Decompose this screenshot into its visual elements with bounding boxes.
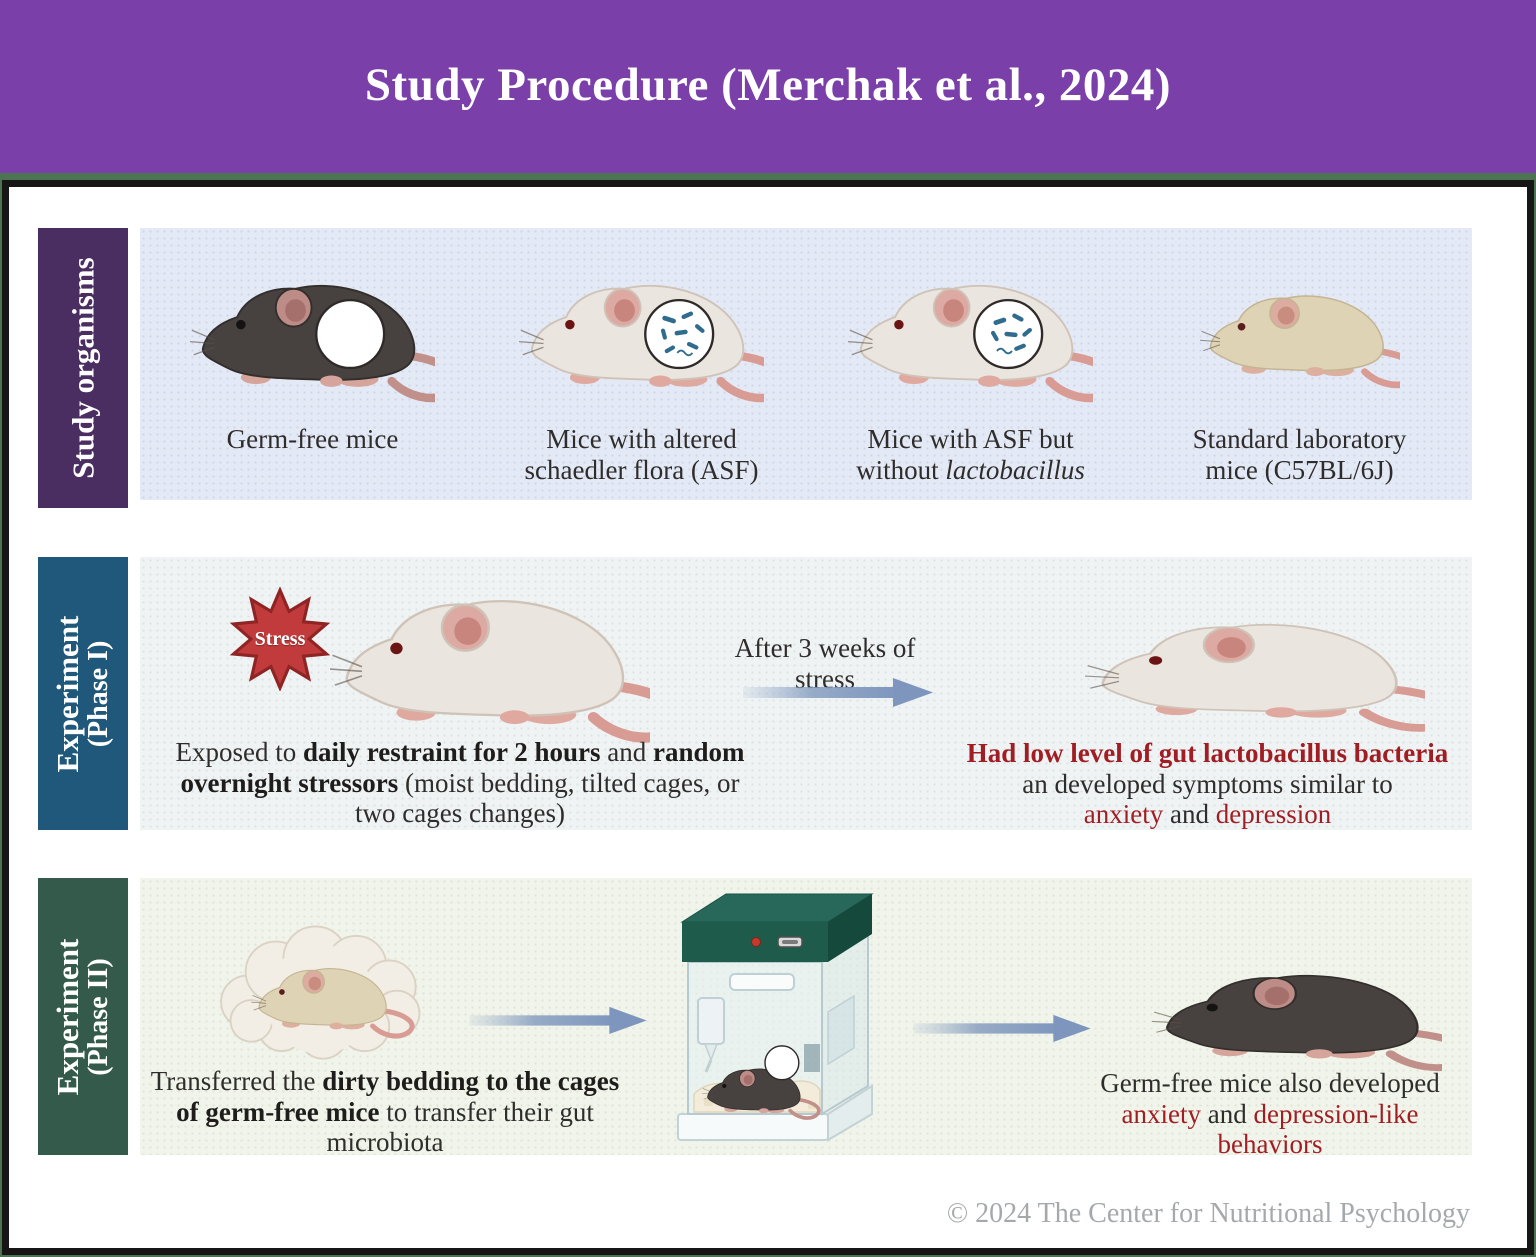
text-segment: (moist bedding, tilted cages, or two cag… [355, 767, 740, 829]
text-segment-bold: random overnight stressors [180, 737, 745, 798]
stressed-mouse-illustration [330, 575, 650, 747]
mouse-caption: Mice with altered schaedler flora (ASF) [524, 424, 759, 485]
phase1-exposure-caption: Exposed to daily restraint for 2 hours a… [165, 737, 755, 829]
text-segment-red: depression [1215, 799, 1332, 829]
text-segment: to transfer their gut microbiota [326, 1096, 594, 1158]
indicator-light-icon [751, 937, 761, 947]
row-label-subtext: (Phase I) [83, 640, 115, 747]
phase2-transfer-caption: Transferred the dirty bedding to the cag… [150, 1066, 620, 1158]
text-segment-red: anxiety [1121, 1098, 1202, 1129]
infographic-title: Study Procedure (Merchak et al., 2024) [364, 59, 1172, 111]
dirty-bedding-pile-illustration [220, 925, 421, 1060]
text-segment-bold: daily restraint for 2 hours [302, 737, 601, 767]
empty-microbiome-circle-icon [315, 298, 386, 370]
row-label-phase1: Experiment (Phase I) [38, 557, 128, 830]
phase2-result-mouse-illustration [1152, 958, 1442, 1074]
text-segment: and [1163, 799, 1216, 829]
germ-free-mouse-illustration [190, 264, 435, 406]
text-segment-red: anxiety [1083, 799, 1164, 829]
row-label-subtext: (Phase II) [83, 957, 115, 1076]
result-symptoms-line: anxiety and depression [935, 799, 1480, 830]
text-segment: and [600, 737, 653, 767]
arrow-right-icon [913, 1014, 1091, 1042]
header-banner: Study Procedure (Merchak et al., 2024) [0, 0, 1536, 173]
phase1-result-caption: Had low level of gut lactobacillus bacte… [935, 738, 1480, 830]
organism-asf-no-lactobacillus: Mice with ASF but without lactobacillus [806, 246, 1135, 500]
mouse-caption: Germ-free mice [226, 424, 399, 454]
row-label-text: Experiment [50, 615, 86, 772]
burst-shape [229, 587, 331, 691]
text-segment: Exposed to [175, 737, 303, 767]
row-label-phase2: Experiment (Phase II) [38, 878, 128, 1155]
text-segment: and [1201, 1098, 1254, 1129]
mouse-caption: Standard laboratory mice (C57BL/6J) [1192, 424, 1407, 485]
organism-asf: Mice with altered schaedler flora (ASF) [477, 246, 806, 500]
panel-phase2: Transferred the dirty bedding to the cag… [140, 878, 1472, 1159]
result-headline: Had low level of gut lactobacillus bacte… [966, 738, 1449, 768]
text-segment: an developed symptoms similar to [1022, 768, 1393, 799]
arrow-right-icon [469, 1006, 647, 1034]
organism-standard-lab: Standard laboratory mice (C57BL/6J) [1135, 246, 1464, 500]
water-bottle-icon [697, 997, 725, 1045]
row-label-study-organisms: Study organisms [38, 228, 128, 508]
mouse-caption: Mice with ASF but without lactobacillus [838, 424, 1103, 485]
organism-germ-free: Germ-free mice [148, 246, 477, 500]
phase1-result-mouse-illustration [1085, 605, 1425, 735]
phase2-result-caption: Germ-free mice also developed anxiety an… [1070, 1068, 1470, 1160]
text-segment-bold: dirty bedding to the cages of germ-free … [176, 1066, 620, 1127]
panel-phase1: Stress Exposed to daily restraint for 2 … [140, 557, 1472, 830]
microbiome-circle-icon [973, 298, 1044, 370]
asf-mouse-illustration [519, 264, 764, 406]
panel-study-organisms: Germ-free mice [140, 228, 1472, 500]
text-segment: Germ-free mice also developed [1100, 1068, 1440, 1098]
standard-lab-mouse-illustration [1200, 279, 1400, 391]
asf-no-lactobacillus-mouse-illustration [848, 264, 1093, 406]
copyright-notice: © 2024 The Center for Nutritional Psycho… [946, 1198, 1470, 1229]
row-label-text: Experiment [50, 938, 86, 1095]
microbiome-circle-icon [644, 298, 715, 370]
text-segment-italic: lactobacillus [945, 454, 1085, 485]
text-segment: Transferred the [150, 1066, 323, 1096]
row-label-text: Study organisms [65, 257, 101, 479]
stress-badge-label: Stress [254, 627, 306, 650]
arrow-right-icon [743, 678, 933, 707]
mouse-cage-illustration [677, 893, 874, 1142]
text-segment-red: depression-like behaviors [1217, 1098, 1419, 1160]
stress-burst-icon: Stress [228, 587, 332, 691]
text-segment: Mice with ASF but without [856, 424, 1074, 485]
caged-mouse-illustration [702, 1045, 819, 1118]
